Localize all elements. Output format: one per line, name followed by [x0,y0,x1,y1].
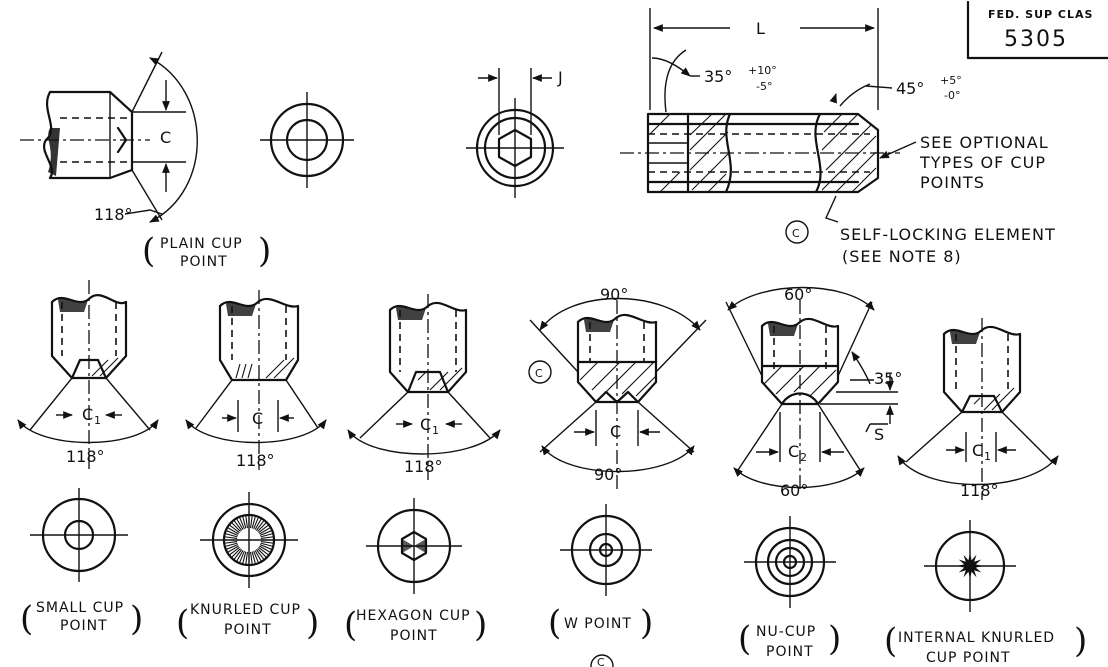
length-label: L [756,19,765,38]
nu-cup-dim-sub: 2 [800,451,807,464]
bottom-c-marker: C [590,654,614,667]
w-point-caption-1: W POINT [564,616,632,632]
internal-knurled-caption-2: CUP POINT [926,650,1011,666]
svg-text:): ) [130,599,143,639]
nu-cup-extra-angle: 35° [874,369,902,388]
svg-text:(: ( [884,621,897,661]
left-tol-upper: +10° [748,64,777,77]
knurled-cup-caption-1: KNURLED CUP [190,602,301,618]
nu-cup-angle-top: 60° [784,285,812,304]
svg-text:): ) [258,231,271,271]
right-tol-upper: +5° [940,74,962,87]
hexagon-cup-dim-sub: 1 [432,424,439,437]
nu-cup-caption-1: NU-CUP [756,624,816,640]
fed-class-box: FED. SUP CLAS 5305 [966,0,1108,60]
small-cup-caption-2: POINT [60,618,108,634]
hex-socket-end-view: J [466,68,564,198]
plain-cup-end-view [260,92,354,188]
w-point-c-marker: C [535,367,543,380]
svg-text:(: ( [176,603,189,643]
plain-cup-caption-2: POINT [180,254,228,270]
small-cup-dim: C [82,405,93,424]
svg-text:(: ( [548,603,561,643]
self-lock-line-2: (SEE NOTE 8) [842,247,962,266]
internal-knurled-angle: 118° [960,481,999,500]
hexagon-cup-caption-2: POINT [390,628,438,644]
svg-text:(: ( [142,231,155,271]
note-line-2: TYPES OF CUP [919,153,1046,172]
hexagon-cup-point: C 1 118° ( ) HEXAGON CUP POINT [344,294,501,645]
internal-knurled-caption-1: INTERNAL KNURLED [898,630,1055,646]
knurled-cup-dim: C [252,409,263,428]
note-line-3: POINTS [920,173,985,192]
knurled-cup-point: C 118° ( ) KNURLED CUP POINT [176,290,327,643]
plain-cup-caption-1: PLAIN CUP [160,236,243,252]
note-line-1: SEE OPTIONAL [920,133,1049,152]
knurled-cup-caption-2: POINT [224,622,272,638]
nu-cup-caption-2: POINT [766,644,814,660]
internal-knurled-dim: C [972,441,983,460]
svg-text:C: C [597,656,605,667]
fed-class-label: FED. SUP CLAS [988,8,1093,21]
plain-cup-dim-c: C [160,128,171,147]
plain-cup-angle: 118° [94,205,133,224]
left-tol-lower: -5° [756,80,772,93]
svg-text:): ) [474,605,487,645]
svg-text:(: ( [738,619,751,659]
w-point: 90° C 90° C ( ) W POINT [528,285,707,643]
hexagon-cup-angle: 118° [404,457,443,476]
nu-cup-angle: 60° [780,481,808,500]
left-angle: 35° [704,67,732,86]
w-point-angle: 90° [594,465,622,484]
hex-dim-j: J [557,68,563,87]
w-point-dim: C [610,422,621,441]
svg-text:): ) [1074,621,1087,661]
small-cup-caption-1: SMALL CUP [36,600,124,616]
small-cup-angle: 118° [66,447,105,466]
set-screw-main-view: L 35° +10° -5° [620,8,1056,266]
right-tol-lower: -0° [944,89,960,102]
hexagon-cup-caption-1: HEXAGON CUP [356,608,471,624]
fed-class-number: 5305 [1004,27,1068,52]
internal-knurled-dim-sub: 1 [984,450,991,463]
small-cup-point: C 1 118° ( ) SMALL CUP POINT [17,280,159,639]
self-lock-line-1: SELF-LOCKING ELEMENT [840,225,1056,244]
nu-cup-dim: C [788,442,799,461]
svg-text:(: ( [344,605,357,645]
hexagon-cup-dim: C [420,415,431,434]
nu-cup-point: 60° C 2 60° S 35° ( ) NU-CUP POINT [725,285,902,660]
plain-cup-side-view: C 118° ( ) PLAIN CUP POINT [20,51,271,271]
svg-text:): ) [640,603,653,643]
knurled-cup-angle: 118° [236,451,275,470]
internal-knurled-cup-point: C 1 118° ( ) INTERNAL KNURLED CUP POINT [884,318,1087,666]
nu-cup-extra-dim: S [874,425,884,444]
w-point-angle-top: 90° [600,285,628,304]
svg-text:(: ( [20,599,33,639]
small-cup-dim-sub: 1 [94,414,101,427]
svg-text:): ) [828,619,841,659]
right-angle: 45° [896,79,924,98]
self-lock-c-marker: C [792,227,800,240]
svg-text:): ) [306,603,319,643]
